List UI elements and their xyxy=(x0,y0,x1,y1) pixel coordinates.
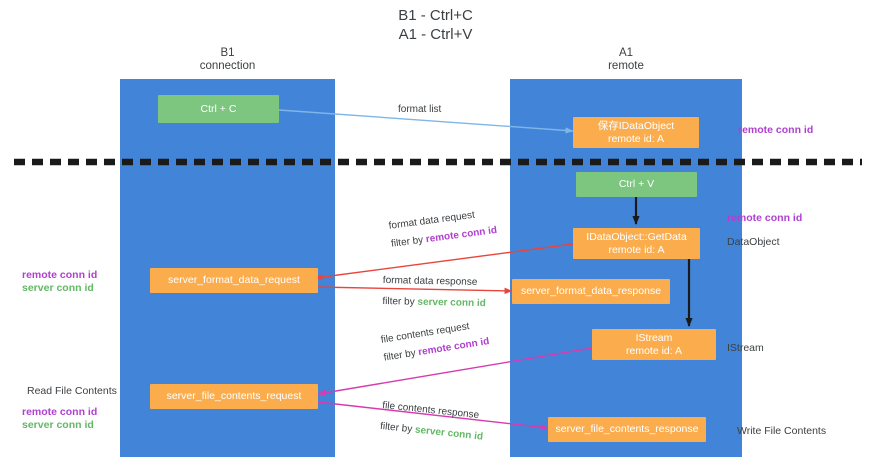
annotation-istream: IStream xyxy=(727,342,764,354)
node-idataobject-getdata[interactable]: IDataObject::GetData remote id: A xyxy=(573,228,700,259)
annotation-read-file-contents: Read File Contents xyxy=(27,385,117,397)
filter-prefix: filter by xyxy=(379,420,416,436)
annotation-remote-conn-id-top: remote conn id xyxy=(738,124,814,136)
filter-key-server-conn-id: server conn id xyxy=(414,424,484,443)
annotation-write-file-contents: Write File Contents xyxy=(737,425,827,437)
annotation-left-server-conn-id: server conn id xyxy=(22,282,94,294)
node-server-file-contents-request[interactable]: server_file_contents_request xyxy=(150,384,318,409)
node-istream[interactable]: IStream remote id: A xyxy=(592,329,716,360)
node-server-file-contents-response[interactable]: server_file_contents_response xyxy=(548,417,706,442)
filter-prefix: filter by xyxy=(390,234,427,250)
node-ctrl-v[interactable]: Ctrl + V xyxy=(576,172,697,197)
page-title: B1 - Ctrl+C A1 - Ctrl+V xyxy=(398,7,473,43)
node-ctrl-c[interactable]: Ctrl + C xyxy=(158,95,279,123)
edge-label-group-format-data-request: format data request filter by remote con… xyxy=(388,209,498,250)
annotation-left-remote-conn-id: remote conn id xyxy=(22,269,98,281)
edge-label-group-file-contents-response: file contents response filter by server … xyxy=(380,399,484,443)
filter-key-remote-conn-id: remote conn id xyxy=(417,336,491,359)
node-save-idataobject[interactable]: 保存IDataObject remote id: A xyxy=(573,117,699,148)
filter-key-remote-conn-id: remote conn id xyxy=(425,224,498,246)
lane-header-b1: B1 connection xyxy=(199,47,256,72)
node-server-format-data-response[interactable]: server_format_data_response xyxy=(512,279,670,304)
node-server-format-data-request[interactable]: server_format_data_request xyxy=(150,268,318,293)
filter-prefix: filter by xyxy=(382,347,420,364)
edge-label-format-data-response: format data response xyxy=(382,274,478,288)
annotation-left-remote-conn-id-2: remote conn id xyxy=(22,406,98,418)
annotation-left-server-conn-id-2: server conn id xyxy=(22,419,94,431)
lane-header-a1: A1 remote xyxy=(608,47,644,72)
edge-label-format-data-response-filter: filter by server conn id xyxy=(382,291,486,311)
filter-key-server-conn-id: server conn id xyxy=(417,296,486,310)
edge-label-group-file-contents-request: file contents request filter by remote c… xyxy=(380,320,490,364)
filter-prefix: filter by xyxy=(382,295,418,308)
edge-label-group-format-data-response: format data response filter by server co… xyxy=(382,274,486,309)
edge-label-format-list: format list xyxy=(398,104,442,115)
annotation-remote-conn-id-mid: remote conn id xyxy=(727,212,803,224)
annotation-dataobject: DataObject xyxy=(727,236,780,248)
